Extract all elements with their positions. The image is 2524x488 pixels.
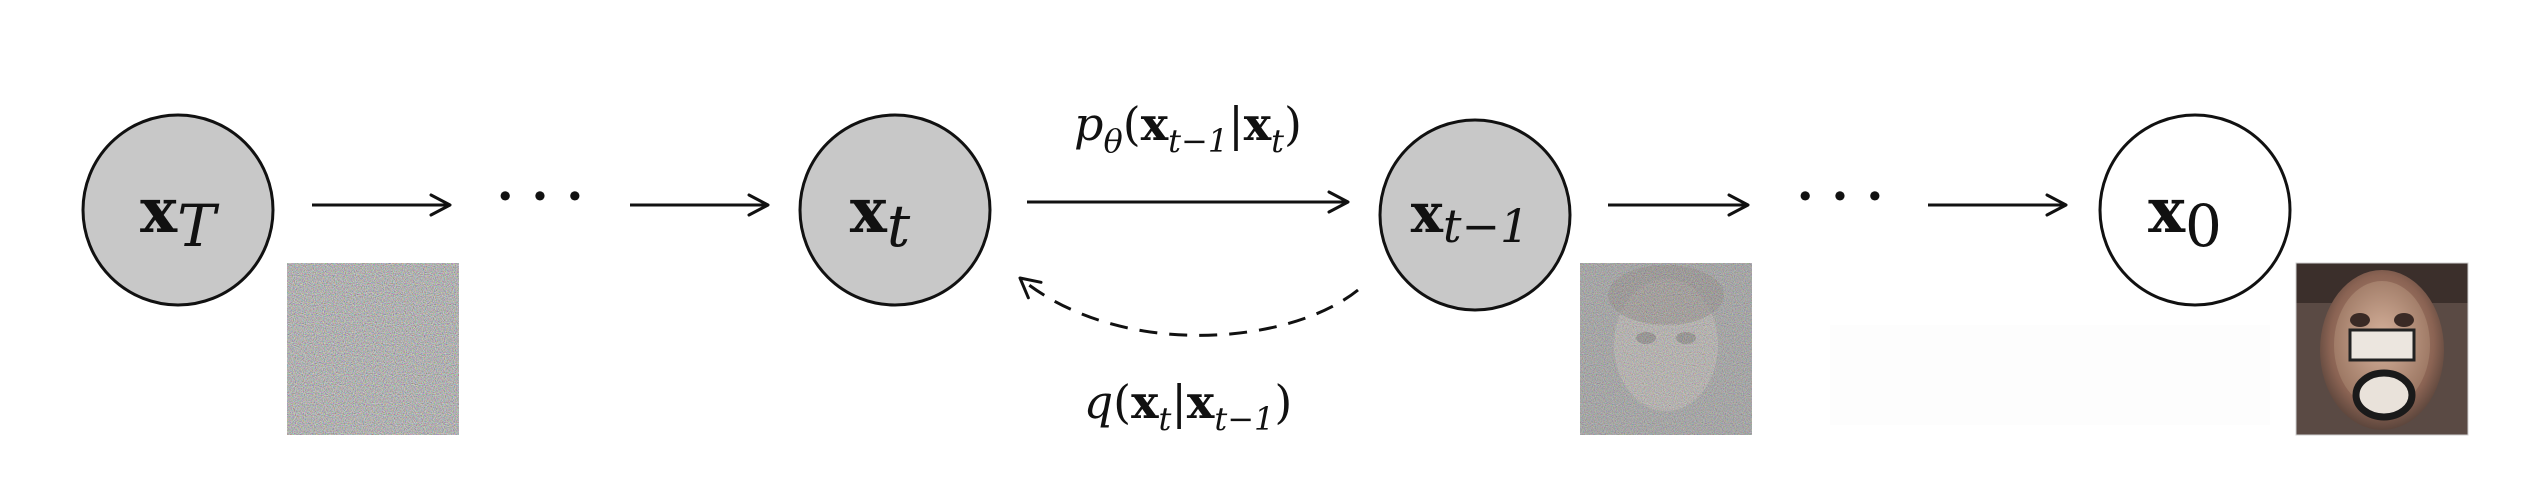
node-x-0-main: x <box>2148 174 2186 247</box>
ellipsis-right: · · · <box>1796 166 1883 225</box>
arrow-reverse-q <box>1018 276 1359 337</box>
thumbnail-pure-noise <box>287 263 459 435</box>
node-x-t-main: x <box>850 174 888 247</box>
node-x-0: x0 <box>2098 113 2292 307</box>
label-q: q(xt|xt−1) <box>1084 375 1293 438</box>
svg-text:x0: x0 <box>2148 174 2222 260</box>
svg-text:xt: xt <box>850 174 911 260</box>
node-x-T-sub: T <box>177 192 220 260</box>
label-p-theta: pθ(xt−1|xt) <box>1074 97 1302 160</box>
node-x-T-main: x <box>140 174 178 247</box>
node-x-t-sub: t <box>887 192 911 260</box>
ellipsis-left: · · · <box>496 166 583 225</box>
thumbnail-noisy-face <box>1580 263 1752 435</box>
svg-text:xt−1: xt−1 <box>1411 181 1530 253</box>
svg-text:xT: xT <box>140 174 220 260</box>
node-x-T: xT <box>81 113 275 307</box>
node-x-t-minus-1-sub: t−1 <box>1443 199 1529 253</box>
node-x-t-minus-1-main: x <box>1411 181 1444 245</box>
node-x-0-sub: 0 <box>2185 192 2222 260</box>
thumbnail-face <box>2295 262 2469 436</box>
node-x-t: xt <box>798 113 992 307</box>
node-x-t-minus-1: xt−1 <box>1378 118 1572 312</box>
background-patch <box>1830 325 2270 425</box>
